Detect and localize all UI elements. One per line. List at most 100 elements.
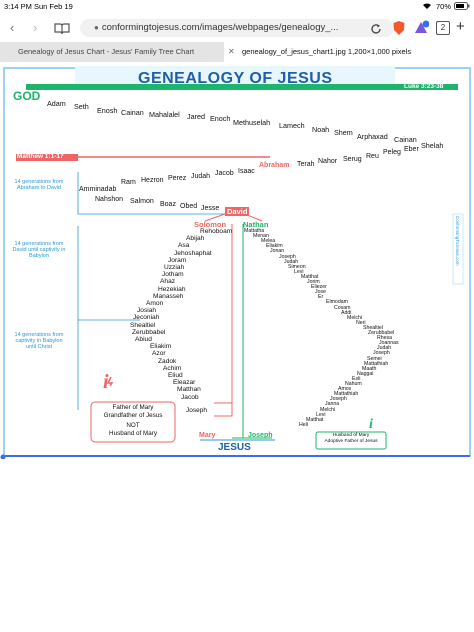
solomon-line-name: Amon: [146, 300, 164, 307]
nathan-line-name: Mattathiah: [364, 360, 389, 367]
nathan-line-name: Zerubbabel: [368, 330, 395, 336]
ancestor-name: Amminadab: [79, 186, 117, 193]
title-banner: [75, 66, 395, 88]
god-label: GOD: [13, 89, 41, 103]
rewards-icon[interactable]: [413, 20, 430, 41]
lock-icon: ●: [94, 23, 99, 32]
nathan-line-name: Mattathiah: [334, 391, 359, 398]
matthew-bar: [16, 154, 78, 161]
solomon-line-name: Abijah: [186, 235, 205, 243]
solomon-line-name: Hezekiah: [158, 285, 186, 293]
nathan-line-name: Maath: [362, 365, 377, 372]
nathan-line-name: Naggai: [357, 370, 374, 377]
nathan-line-name: Melchi: [347, 314, 362, 321]
solomon-line-name: Josiah: [137, 307, 157, 315]
ancestor-name: Isaac: [238, 168, 255, 175]
right-note-text: Husband of Mary Adoptive Father of Jesus: [324, 433, 378, 444]
joseph-left-label: Joseph: [186, 407, 207, 414]
solomon-line-name: Asa: [178, 242, 190, 250]
solomon-line-name: Rehoboam: [200, 228, 233, 235]
note-babylon-christ: 14 generations from captivity in Babylon…: [14, 332, 64, 350]
genealogy-chart-image: GENEALOGY OF JESUS Luke 3:23-38 Matthew …: [0, 64, 474, 459]
status-time: 3:14 PM: [4, 2, 32, 11]
ancestor-name: Hezron: [141, 177, 164, 184]
nathan-line-name: Joseph: [279, 253, 296, 260]
address-bar[interactable]: ●conformingtojesus.com/images/webpages/g…: [80, 19, 394, 37]
ancestor-name: Jesse: [201, 205, 220, 212]
new-tab-icon[interactable]: +: [456, 18, 465, 35]
joseph-right-label: Joseph: [248, 432, 273, 439]
luke-ancestor: Cainan: [394, 135, 417, 144]
ancestor-name: Judah: [191, 173, 211, 180]
nathan-line-name: Matthat: [306, 416, 324, 423]
reader-icon[interactable]: [54, 22, 70, 40]
chart-frame: [3, 67, 471, 457]
nathan-line-name: Shealtiel: [363, 324, 383, 331]
ancestor-name: Nahor: [318, 158, 338, 165]
reload-icon[interactable]: [370, 22, 382, 40]
url-text: conformingtojesus.com/images/webpages/ge…: [101, 22, 339, 33]
solomon-line-name: Eliakim: [150, 343, 172, 351]
luke-ancestor: Enoch: [210, 114, 231, 123]
nathan-line-name: Joseph: [373, 350, 390, 357]
nathan-line-name: Judah: [284, 258, 299, 265]
nathan-label: Nathan: [243, 220, 269, 229]
nathan-line-name: Rhesa: [377, 335, 392, 342]
ancestor-name: Terah: [297, 161, 315, 168]
chart-title: GENEALOGY OF JESUS: [138, 70, 333, 87]
luke-ancestor: Lamech: [279, 121, 305, 130]
luke-ancestor: Jared: [187, 112, 205, 121]
nathan-line-name: Eliezer: [311, 284, 327, 291]
nathan-line-name: Melchi: [320, 406, 335, 413]
ancestor-name: Reu: [366, 153, 379, 160]
solomon-line-name: Jehoshaphat: [174, 249, 212, 257]
nathan-line-name: Mattatha: [244, 228, 265, 234]
ancestor-name: Eber: [404, 146, 419, 153]
nathan-line-name: Nahum: [345, 381, 362, 387]
nathan-line-name: Eliakim: [266, 243, 283, 250]
status-bar: 3:14 PM Sun Feb 19 70%: [0, 0, 474, 14]
forward-icon[interactable]: ›: [33, 20, 38, 35]
solomon-line-name: Achim: [163, 364, 182, 372]
nathan-line-name: Simeon: [288, 263, 306, 270]
note-abraham-david: 14 generations from Abraham to David: [14, 179, 64, 191]
nathan-line-name: Melea: [261, 238, 276, 245]
nathan-line-name: Janna: [325, 401, 340, 408]
ancestor-name: Perez: [168, 175, 187, 182]
nathan-line-name: Neri: [356, 319, 366, 326]
nathan-line-name: Joannas: [379, 340, 399, 347]
status-date: Sun Feb 19: [34, 2, 73, 11]
nathan-line-name: Jorim: [307, 279, 320, 285]
nathan-line-name: Esli: [352, 375, 361, 382]
solomon-line-name: Azor: [152, 350, 166, 358]
close-tab-icon[interactable]: ✕: [228, 47, 235, 56]
nathan-line-name: Menan: [253, 233, 269, 240]
note-david-babylon: 14 generations from David until captivit…: [12, 241, 66, 259]
tab-genealogy-image[interactable]: ✕ genealogy_of_jesus_chart1.jpg 1,200×1,…: [224, 42, 474, 62]
nathan-line-name: Jonan: [270, 248, 285, 255]
solomon-line-name: Jeconiah: [133, 314, 160, 322]
abraham-label: Abraham: [259, 162, 290, 169]
left-note-text: Father of Mary Grandfather of Jesus NOT …: [103, 404, 163, 437]
solomon-line-name: Jotham: [162, 271, 184, 279]
solomon-line-name: Matthan: [177, 386, 201, 394]
brave-shield-icon[interactable]: [392, 20, 406, 41]
tab-genealogy-page[interactable]: Genealogy of Jesus Chart - Jesus' Family…: [0, 42, 232, 62]
luke-ancestor: Shem: [334, 128, 353, 137]
luke-ancestor: Methuselah: [233, 118, 271, 127]
luke-ancestor: Adam: [47, 99, 66, 108]
ancestor-name: Obed: [180, 203, 198, 210]
battery-icon: [454, 2, 470, 12]
solomon-line-name: Manasseh: [153, 292, 184, 300]
tab-count-button[interactable]: 2: [436, 21, 450, 35]
status-battery: 70%: [436, 2, 452, 11]
nathan-line-name: Matthat: [301, 273, 319, 280]
nathan-line-name: Levi: [316, 411, 326, 418]
back-icon[interactable]: ‹: [10, 20, 15, 35]
nathan-line-name: Levi: [294, 268, 304, 275]
tab-strip: Genealogy of Jesus Chart - Jesus' Family…: [0, 42, 474, 62]
solomon-line-name: Eleazar: [173, 379, 196, 387]
tab-label: genealogy_of_jesus_chart1.jpg 1,200×1,00…: [242, 47, 412, 56]
nathan-line-name: Cosam: [334, 304, 351, 311]
luke-ancestor: Shelah: [421, 141, 444, 150]
